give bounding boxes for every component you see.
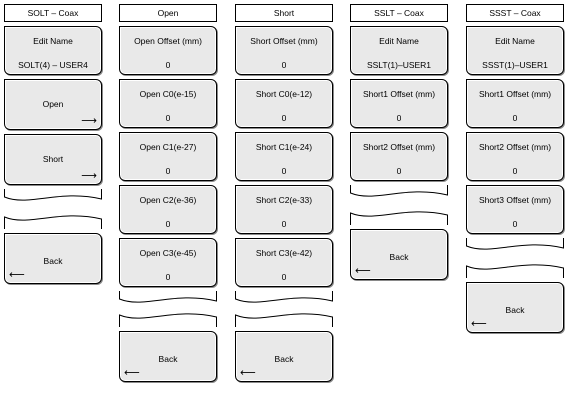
open-c1-button[interactable]: Open C1(e-27) 0 — [119, 132, 217, 181]
key-label: Short1 Offset (mm) — [362, 89, 436, 99]
key-label: Short C0(e-12) — [255, 89, 313, 99]
key-value: 0 — [512, 113, 518, 123]
short-c3-button[interactable]: Short C3(e-42) 0 — [235, 238, 333, 287]
sslt-coax-menu: SSLT – Coax Edit Name SSLT(1)–USER1 Shor… — [350, 4, 448, 280]
short-menu: Short Short Offset (mm) 0 Short C0(e-12)… — [235, 4, 333, 382]
key-label: Open C2(e-36) — [139, 195, 197, 205]
left-arrow-icon: ⟵ — [471, 318, 487, 330]
key-label: Open C3(e-45) — [139, 248, 197, 258]
right-arrow-icon: ⟶ — [81, 115, 97, 127]
short-c2-button[interactable]: Short C2(e-33) 0 — [235, 185, 333, 234]
open-menu: Open Open Offset (mm) 0 Open C0(e-15) 0 … — [119, 4, 217, 382]
back-button[interactable]: Back ⟵ — [350, 229, 448, 280]
left-arrow-icon: ⟵ — [9, 269, 25, 281]
key-value: 0 — [396, 166, 402, 176]
back-button[interactable]: Back ⟵ — [235, 331, 333, 382]
left-arrow-icon: ⟵ — [124, 367, 140, 379]
key-label: Open — [42, 99, 64, 109]
key-label: Back — [505, 305, 525, 315]
menu-break — [466, 238, 564, 278]
key-label: Short C2(e-33) — [255, 195, 313, 205]
key-value: 0 — [281, 272, 287, 282]
key-label: Short2 Offset (mm) — [478, 142, 552, 152]
key-label: Back — [274, 354, 294, 364]
menu-break — [235, 291, 333, 327]
edit-name-button[interactable]: Edit Name SSST(1)–USER1 — [466, 26, 564, 75]
short2-offset-button[interactable]: Short2 Offset (mm) 0 — [466, 132, 564, 181]
key-label: Open C1(e-27) — [139, 142, 197, 152]
menu-title: SSLT – Coax — [350, 4, 448, 22]
right-arrow-icon: ⟶ — [81, 170, 97, 182]
open-submenu-button[interactable]: Open ⟶ — [4, 79, 102, 130]
edit-name-button[interactable]: Edit Name SOLT(4) – USER4 — [4, 26, 102, 75]
menu-break — [119, 291, 217, 327]
menu-break — [350, 185, 448, 225]
key-label: Edit Name — [33, 36, 73, 46]
key-value: SSST(1)–USER1 — [482, 60, 548, 70]
key-value: 0 — [165, 60, 171, 70]
key-value: 0 — [165, 219, 171, 229]
solt-coax-menu: SOLT – Coax Edit Name SOLT(4) – USER4 Op… — [4, 4, 102, 284]
key-label: Short3 Offset (mm) — [478, 195, 552, 205]
menu-title: Short — [235, 4, 333, 22]
key-label: Short2 Offset (mm) — [362, 142, 436, 152]
back-button[interactable]: Back ⟵ — [4, 233, 102, 284]
open-c2-button[interactable]: Open C2(e-36) 0 — [119, 185, 217, 234]
key-label: Short C3(e-42) — [255, 248, 313, 258]
key-label: Short C1(e-24) — [255, 142, 313, 152]
key-value: 0 — [165, 272, 171, 282]
back-button[interactable]: Back ⟵ — [119, 331, 217, 382]
left-arrow-icon: ⟵ — [355, 265, 371, 277]
key-label: Open Offset (mm) — [134, 36, 202, 46]
key-label: Back — [43, 256, 63, 266]
short2-offset-button[interactable]: Short2 Offset (mm) 0 — [350, 132, 448, 181]
key-value: SOLT(4) – USER4 — [18, 60, 88, 70]
key-value: 0 — [512, 166, 518, 176]
menu-title: Open — [119, 4, 217, 22]
menu-title: SSST – Coax — [466, 4, 564, 22]
short-offset-button[interactable]: Short Offset (mm) 0 — [235, 26, 333, 75]
back-button[interactable]: Back ⟵ — [466, 282, 564, 333]
key-value: SSLT(1)–USER1 — [366, 60, 432, 70]
key-label: Back — [158, 354, 178, 364]
ssst-coax-menu: SSST – Coax Edit Name SSST(1)–USER1 Shor… — [466, 4, 564, 333]
edit-name-button[interactable]: Edit Name SSLT(1)–USER1 — [350, 26, 448, 75]
key-value: 0 — [165, 166, 171, 176]
short-c0-button[interactable]: Short C0(e-12) 0 — [235, 79, 333, 128]
key-label: Short Offset (mm) — [250, 36, 318, 46]
key-label: Edit Name — [379, 36, 419, 46]
short-c1-button[interactable]: Short C1(e-24) 0 — [235, 132, 333, 181]
short1-offset-button[interactable]: Short1 Offset (mm) 0 — [466, 79, 564, 128]
key-label: Edit Name — [495, 36, 535, 46]
open-c3-button[interactable]: Open C3(e-45) 0 — [119, 238, 217, 287]
open-c0-button[interactable]: Open C0(e-15) 0 — [119, 79, 217, 128]
key-label: Short1 Offset (mm) — [478, 89, 552, 99]
key-value: 0 — [281, 166, 287, 176]
key-value: 0 — [396, 113, 402, 123]
open-offset-button[interactable]: Open Offset (mm) 0 — [119, 26, 217, 75]
key-value: 0 — [281, 113, 287, 123]
menu-break — [4, 189, 102, 229]
short1-offset-button[interactable]: Short1 Offset (mm) 0 — [350, 79, 448, 128]
key-value: 0 — [281, 219, 287, 229]
key-label: Short — [42, 154, 64, 164]
short-submenu-button[interactable]: Short ⟶ — [4, 134, 102, 185]
key-label: Open C0(e-15) — [139, 89, 197, 99]
key-value: 0 — [512, 219, 518, 229]
menu-title: SOLT – Coax — [4, 4, 102, 22]
key-label: Back — [389, 252, 409, 262]
left-arrow-icon: ⟵ — [240, 367, 256, 379]
key-value: 0 — [165, 113, 171, 123]
short3-offset-button[interactable]: Short3 Offset (mm) 0 — [466, 185, 564, 234]
key-value: 0 — [281, 60, 287, 70]
